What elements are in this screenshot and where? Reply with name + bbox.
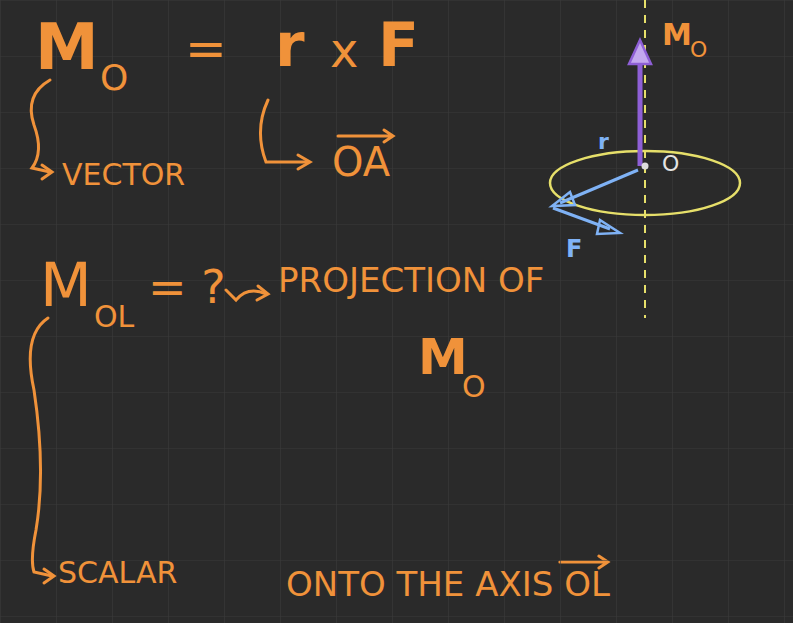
moment-symbol: M: [418, 330, 468, 385]
moment-vector: [638, 58, 643, 166]
point-label: O: [662, 152, 679, 176]
moment-symbol: M: [40, 252, 92, 318]
moment-symbol: M: [35, 12, 99, 82]
vector-name: OA: [332, 140, 390, 184]
curly-bracket: [30, 318, 52, 576]
note-text: SCALAR: [58, 556, 177, 589]
equals-sign: =: [185, 22, 227, 77]
check-arrowhead: [257, 286, 268, 300]
hook-arrowhead: [298, 155, 310, 169]
subscript: O: [100, 58, 128, 98]
bracket-arrowhead: [42, 165, 52, 179]
vector-symbol: F: [566, 236, 582, 262]
vector-symbol: F: [378, 12, 419, 78]
note-text: ONTO THE AXIS OL: [286, 566, 610, 603]
hook-arrow: [260, 100, 308, 162]
moment-arrowhead: [629, 40, 651, 64]
bracket-arrowhead: [44, 569, 54, 583]
point-o: [642, 163, 649, 170]
subscript: O: [690, 38, 707, 62]
force-arrowhead: [597, 220, 620, 234]
subscript: O: [462, 370, 486, 403]
note-text: VECTOR: [62, 158, 185, 191]
vector-symbol: r: [598, 130, 609, 154]
equals-question: = ?: [148, 262, 226, 313]
note-text: PROJECTION OF: [278, 262, 544, 299]
curly-bracket: [31, 80, 50, 172]
moment-symbol: M: [662, 18, 692, 51]
subscript: OL: [94, 300, 134, 333]
force-vector: [553, 208, 610, 229]
cross-sign: x: [330, 24, 358, 77]
rotation-ellipse: [550, 151, 740, 215]
vector-symbol: r: [275, 12, 305, 78]
position-arrowhead: [552, 192, 575, 206]
